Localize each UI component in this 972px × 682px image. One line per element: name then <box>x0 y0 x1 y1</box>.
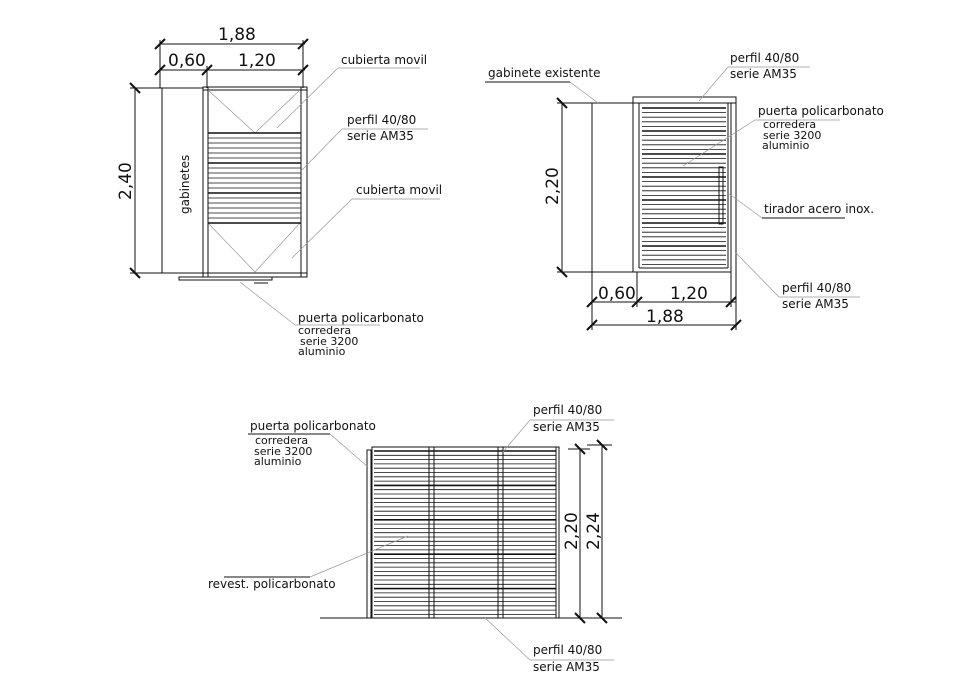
label-profile-1: perfil 40/80 <box>347 113 416 127</box>
dim-door-width: 1,20 <box>238 51 276 71</box>
plan-slats <box>208 132 301 224</box>
label-handle: tirador acero inox. <box>764 202 874 216</box>
dim-door-width: 1,20 <box>670 284 708 304</box>
label-top-cover: cubierta movil <box>341 53 427 67</box>
cabinet-label: gabinetes <box>178 155 192 214</box>
front-view: 2,20 2,24 puerta policarbonato corredera… <box>208 403 622 674</box>
label-door-4: aluminio <box>254 455 302 468</box>
top-profile <box>632 96 737 104</box>
handle <box>718 166 724 225</box>
label-profile-top-2: serie AM35 <box>533 420 600 434</box>
dim-depth: 2,40 <box>116 162 136 200</box>
label-profile-top-2: serie AM35 <box>730 67 797 81</box>
label-profile-bottom-1: perfil 40/80 <box>782 281 851 295</box>
enclosure-frame <box>202 86 308 278</box>
bottom-cover-symbol <box>207 222 301 273</box>
label-profile-2: serie AM35 <box>347 129 414 143</box>
label-door-3: serie 3200 <box>300 335 358 348</box>
label-bottom-cover: cubierta movil <box>356 183 442 197</box>
sliding-door-plan <box>178 276 273 281</box>
dim-total-width: 1,88 <box>646 307 684 327</box>
label-door-3: serie 3200 <box>254 445 312 458</box>
label-door-1: puerta policarbonato <box>758 104 884 118</box>
dim-inner-height: 2,20 <box>562 512 582 550</box>
label-existing-cabinet: gabinete existente <box>488 66 600 80</box>
label-door-4: aluminio <box>762 139 810 152</box>
dim-height: 2,20 <box>543 167 563 205</box>
label-door-1: puerta policarbonato <box>250 419 376 433</box>
label-door-2: corredera <box>255 434 308 447</box>
label-profile-bottom-2: serie AM35 <box>533 660 600 674</box>
label-door-1: puerta policarbonato <box>298 311 424 325</box>
plan-view: gabinetes 1,88 0,60 1,20 2,40 cub <box>116 25 442 358</box>
side-view: 2,20 0,60 1,20 1,88 gabinete existente p… <box>485 51 884 331</box>
label-profile-bottom-1: perfil 40/80 <box>533 643 602 657</box>
dim-outer-height: 2,24 <box>584 512 604 550</box>
dim-cabinet-width: 0,60 <box>168 51 206 71</box>
label-profile-top-1: perfil 40/80 <box>533 403 602 417</box>
door-frame <box>632 102 732 273</box>
label-door-3: serie 3200 <box>763 129 821 142</box>
side-slats <box>642 107 726 265</box>
top-cover-symbol <box>207 89 301 134</box>
cabinet-label-bg <box>176 140 192 220</box>
label-profile-bottom-2: serie AM35 <box>782 297 849 311</box>
sliding-door-edge <box>366 449 372 619</box>
dim-total-width: 1,88 <box>218 25 256 45</box>
label-door-4: aluminio <box>298 345 346 358</box>
label-door-2: corredera <box>298 324 351 337</box>
existing-cabinet-hatch <box>591 102 634 273</box>
front-slats <box>374 450 556 615</box>
label-cladding: revest. policarbonato <box>208 577 336 591</box>
dim-cabinet-width: 0,60 <box>598 284 636 304</box>
label-door-2: corredera <box>763 118 816 131</box>
label-profile-top-1: perfil 40/80 <box>730 51 799 65</box>
